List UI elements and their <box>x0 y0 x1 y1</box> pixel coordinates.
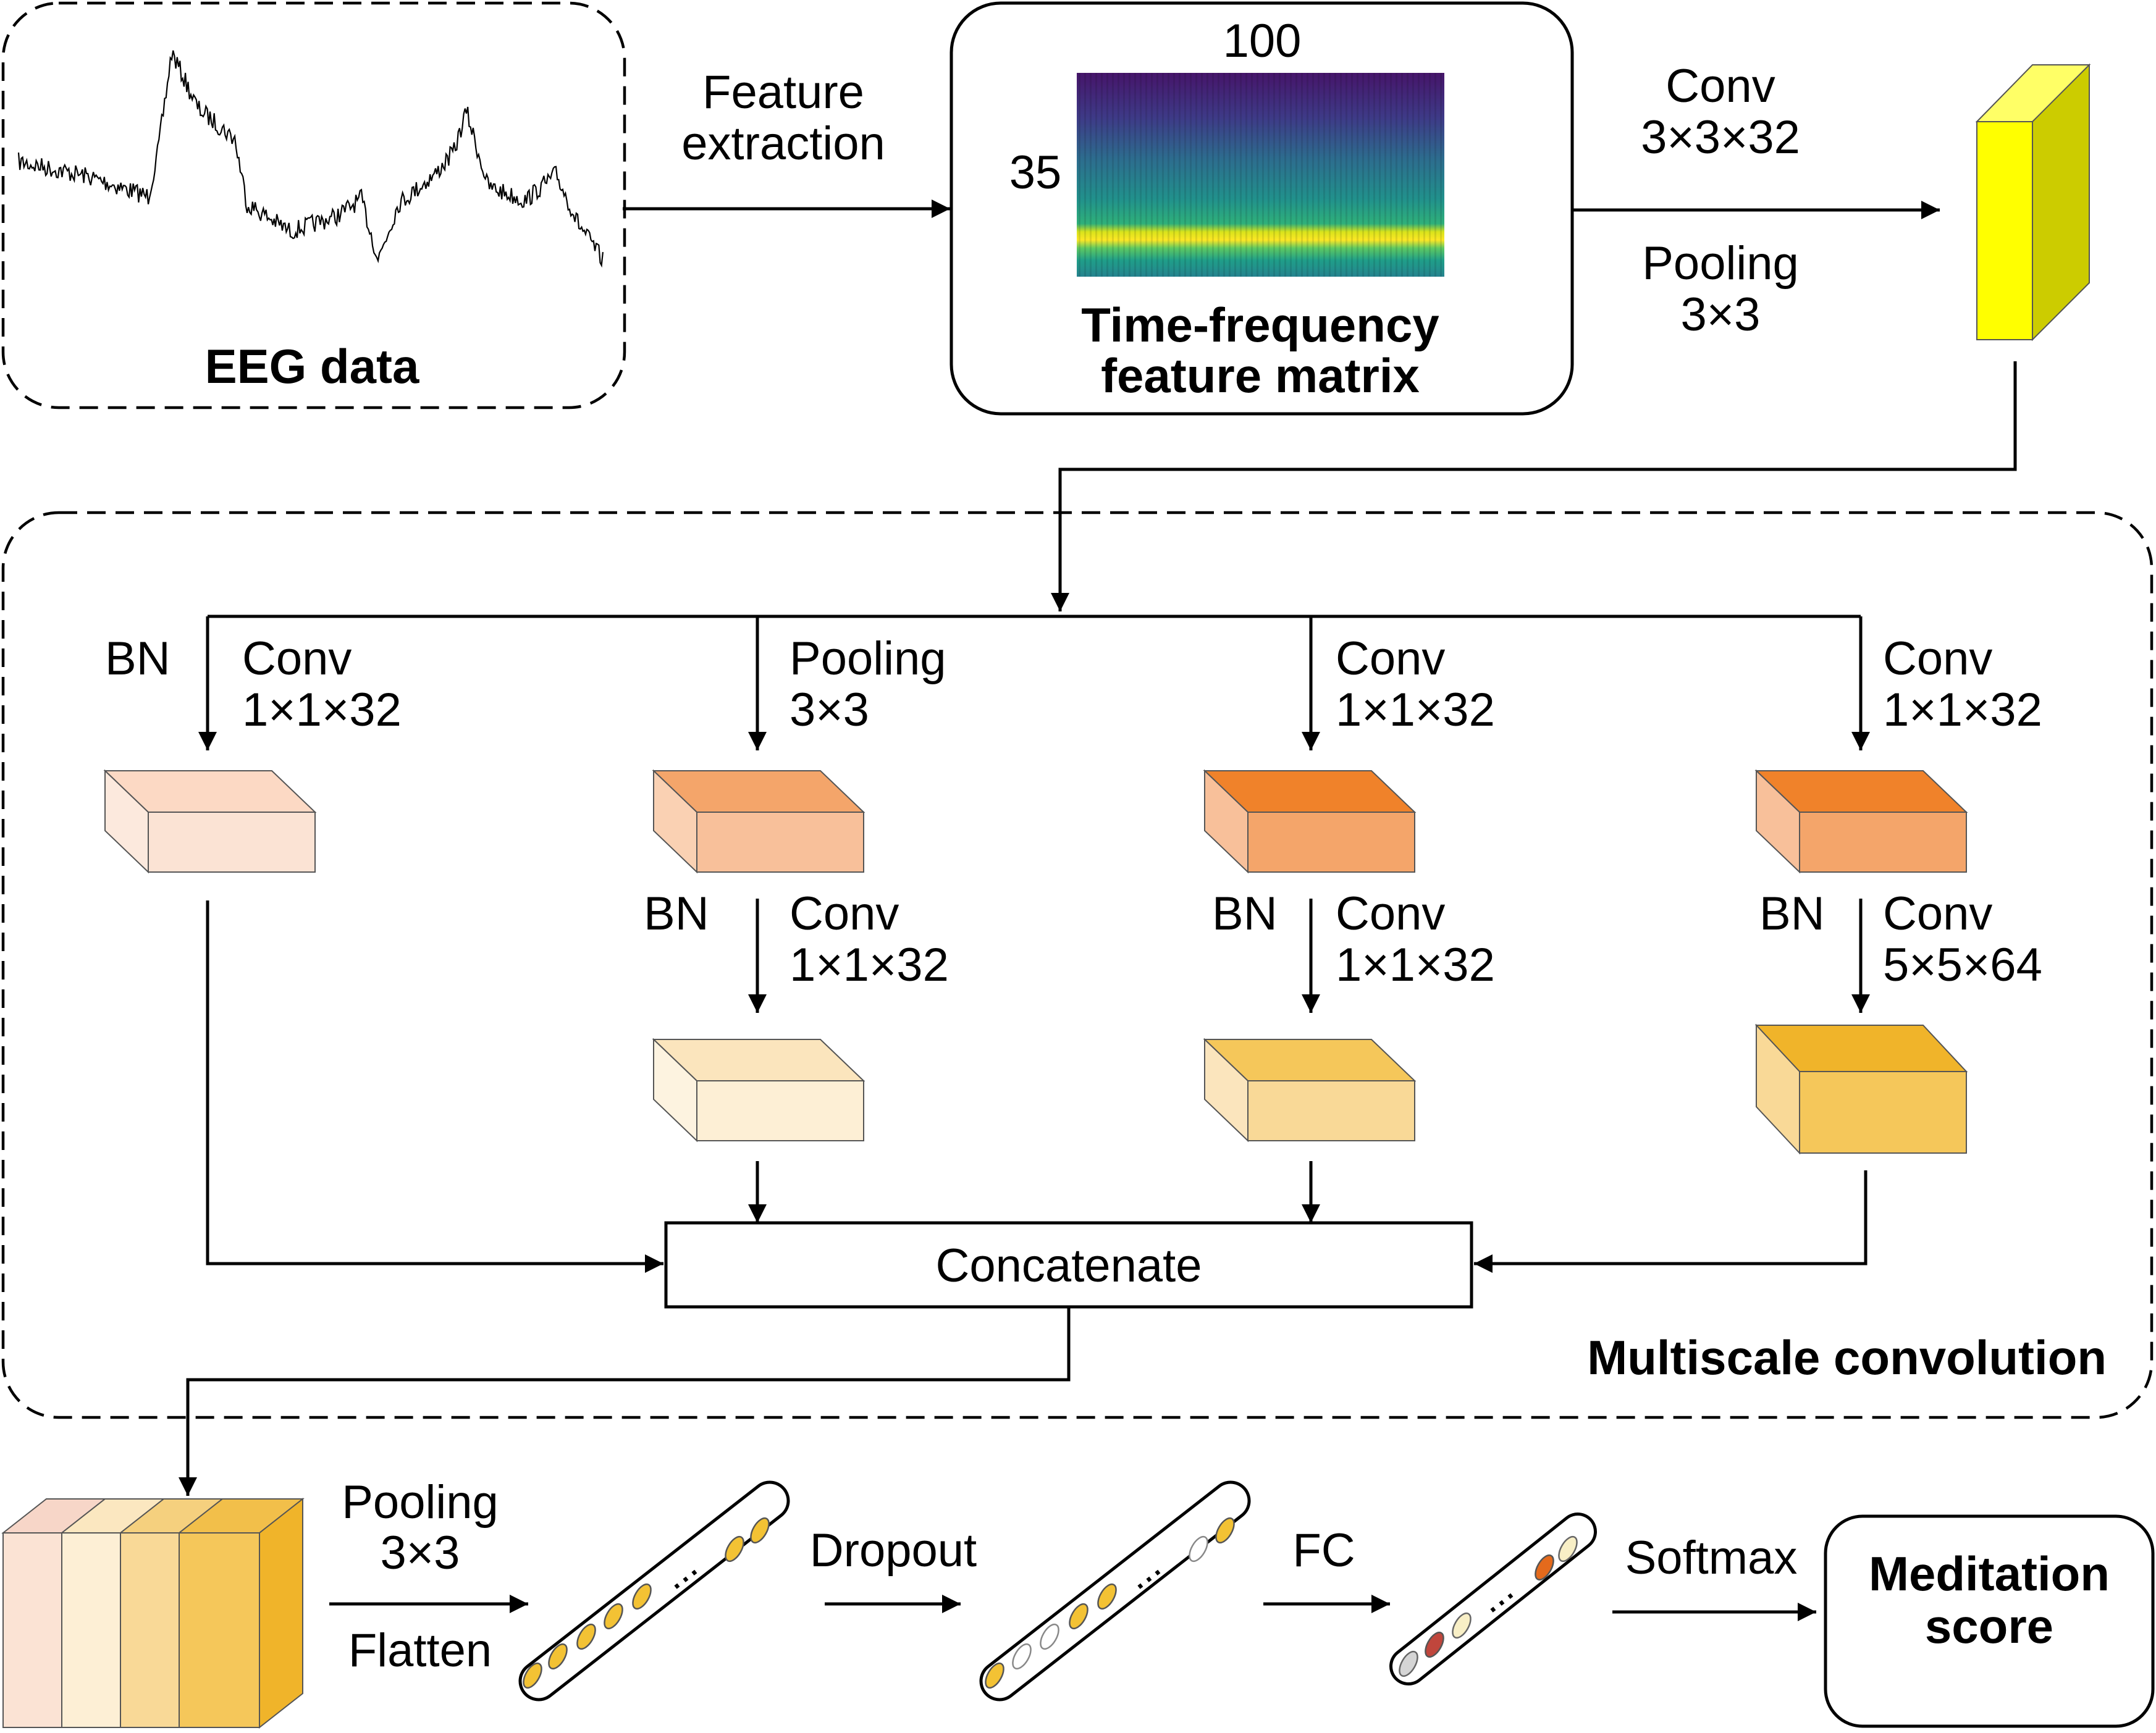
branch3-conv-line1: Conv <box>1336 887 1445 940</box>
meditation-score-line1: Meditation <box>1869 1546 2110 1601</box>
branch2-conv-line1: Conv <box>790 887 899 940</box>
branch1-to-concat-arrow <box>206 900 663 1273</box>
branch1-conv-line1: Conv <box>242 632 352 685</box>
branch2-top-line2: 3×3 <box>790 684 869 736</box>
meditation-score-line2: score <box>1925 1599 2053 1653</box>
first-pool-label-line2: 3×3 <box>1681 288 1761 341</box>
fc-label: FC <box>1292 1524 1355 1577</box>
multiscale-panel-border <box>1 511 2154 1419</box>
flattened-vector: ... <box>518 1480 790 1702</box>
branch2-conv-line2: 1×1×32 <box>790 939 949 991</box>
branch1-feature-box <box>103 769 317 874</box>
cube-to-multiscale-connector <box>1051 361 2017 611</box>
tf-matrix-height-label: 35 <box>1009 146 1062 199</box>
meditation-score-box <box>1824 1514 2155 1728</box>
feature-extraction-label-line1: Feature <box>702 66 864 119</box>
branch3-bn-label: BN <box>1212 887 1278 940</box>
dropout-vector: ... <box>979 1480 1251 1702</box>
first-conv-label-line2: 3×3×32 <box>1641 111 1800 164</box>
first-pool-label-line1: Pooling <box>1642 237 1799 290</box>
feature-extraction-label-line2: extraction <box>681 117 885 170</box>
branch3-conv-line2: 1×1×32 <box>1336 939 1495 991</box>
softmax-label: Softmax <box>1625 1532 1798 1584</box>
branch4-feature-box <box>1754 769 1968 874</box>
branch3-top-line2: 1×1×32 <box>1336 684 1495 736</box>
branch1-conv-line2: 1×1×32 <box>242 684 402 736</box>
first-feature-map-cube <box>1975 63 2091 342</box>
bottom-pool-label-line2: 3×3 <box>381 1527 460 1579</box>
branch4-conv-line2: 5×5×64 <box>1883 939 2042 991</box>
fc-output-vector: ... <box>1389 1513 1597 1685</box>
dropout-label: Dropout <box>810 1524 977 1577</box>
tf-matrix-panel: 100 35 Time-frequency feature matrix <box>950 1 1574 416</box>
branch2-top-line1: Pooling <box>790 632 946 685</box>
branch3-feature-box <box>1203 769 1417 874</box>
branch4-bn-label: BN <box>1759 887 1825 940</box>
branch4-output-box <box>1754 1023 1968 1155</box>
branch3-output-box <box>1203 1038 1417 1143</box>
tf-matrix-title-line2: feature matrix <box>1101 348 1420 403</box>
branch2-output-box <box>652 1038 865 1143</box>
first-conv-label-line1: Conv <box>1665 60 1775 112</box>
concat-output-connector <box>179 1308 1071 1496</box>
flatten-label: Flatten <box>348 1624 492 1677</box>
branch4-conv-line1: Conv <box>1883 887 1992 940</box>
eeg-panel: EEG data <box>1 1 626 409</box>
tf-matrix-title-line1: Time-frequency <box>1081 298 1439 352</box>
eeg-signal-trace <box>17 50 604 268</box>
concatenate-box <box>664 1221 1473 1309</box>
branch2-feature-box <box>652 769 865 874</box>
branch1-bn-label: BN <box>105 632 171 685</box>
multiscale-title: Multiscale convolution <box>1587 1330 2107 1385</box>
branch2-bn-label: BN <box>644 887 709 940</box>
eeg-label: EEG data <box>205 339 419 393</box>
concatenated-feature-cube <box>1 1497 305 1729</box>
concatenate-label: Concatenate <box>936 1240 1202 1292</box>
bottom-pool-label-line1: Pooling <box>342 1476 499 1529</box>
tf-matrix-width-label: 100 <box>1223 15 1302 67</box>
eeg-panel-border <box>1 1 626 409</box>
branch4-top-line1: Conv <box>1883 632 1992 685</box>
branch4-to-concat-arrow <box>1474 1170 1868 1273</box>
spectrogram-texture <box>1077 73 1444 277</box>
branch3-top-line1: Conv <box>1336 632 1445 685</box>
branch4-top-line2: 1×1×32 <box>1883 684 2042 736</box>
